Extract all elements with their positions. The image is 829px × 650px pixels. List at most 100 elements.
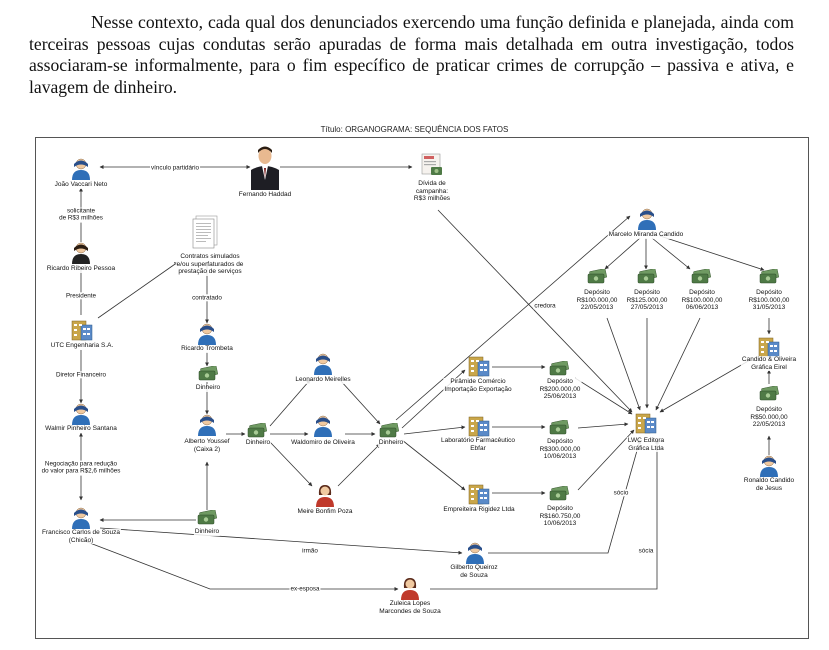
edge-label-exesposa: ex-esposa bbox=[289, 585, 321, 593]
person-icon bbox=[72, 507, 90, 529]
building-icon bbox=[468, 356, 490, 377]
edge-label-diretor: Diretor Financeiro bbox=[54, 371, 108, 379]
edge-dinheiro2-meire bbox=[269, 441, 313, 487]
edge-utc-contratos bbox=[97, 261, 179, 319]
money-bills-icon bbox=[549, 420, 569, 435]
building-icon bbox=[468, 484, 490, 505]
money-bills-icon bbox=[197, 510, 217, 525]
node-label-joao: João Vaccari Neto bbox=[53, 181, 109, 189]
edge-gilberto-lwc bbox=[488, 439, 641, 554]
edge-meire-dinheiro3 bbox=[337, 443, 381, 487]
money-bills-icon bbox=[379, 423, 399, 438]
edge-divida-lwc bbox=[437, 209, 633, 413]
node-label-francisco: Francisco Carlos de Souza(Chicão) bbox=[40, 529, 122, 545]
edge-leonardo-dinheiro3 bbox=[339, 379, 381, 425]
node-label-ricardo-trombeta: Ricardo Trombeta bbox=[180, 345, 234, 353]
money-bills-icon bbox=[759, 269, 779, 284]
money-bills-icon bbox=[637, 269, 657, 284]
node-label-meire: Meire Bonfim Poza bbox=[296, 508, 354, 516]
building-icon bbox=[468, 416, 490, 437]
edge-dep-p-lwc bbox=[574, 377, 633, 415]
node-label-walmir: Walmir Pinheiro Santana bbox=[44, 425, 118, 433]
person-icon bbox=[72, 242, 90, 264]
organogram-frame bbox=[35, 137, 809, 639]
edge-label-irmao: irmão bbox=[301, 547, 319, 555]
money-bills-icon bbox=[691, 269, 711, 284]
edge-marcelo-dep3 bbox=[651, 237, 691, 270]
node-label-dinheiro-4: Dinheiro bbox=[193, 528, 221, 536]
building-icon bbox=[758, 337, 780, 358]
edge-label-contratado: contratado bbox=[191, 294, 223, 302]
edge-label-credora: credora bbox=[533, 302, 557, 310]
money-bills-icon bbox=[549, 361, 569, 376]
edge-dep1-lwc bbox=[606, 317, 641, 411]
edge-francisco-gilberto bbox=[99, 527, 463, 555]
figure-title: Título: ORGANOGRAMA: SEQUÊNCIA DOS FATOS bbox=[320, 125, 509, 134]
node-label-waldomiro: Waldomiro de Oliveira bbox=[290, 439, 356, 447]
node-label-marcelo: Marcelo Miranda Candido bbox=[607, 231, 685, 239]
edge-dep3-lwc bbox=[655, 317, 701, 411]
edge-zuleica-lwc bbox=[430, 439, 659, 590]
edge-marcelo-dep1 bbox=[604, 237, 641, 270]
person-icon bbox=[466, 542, 484, 564]
person-icon bbox=[72, 403, 90, 425]
edge-francisco-zuleica bbox=[81, 539, 399, 591]
node-label-dinheiro-1: Dinheiro bbox=[194, 384, 222, 392]
node-label-leonardo: Leonardo Meirelles bbox=[294, 376, 352, 384]
person-icon bbox=[72, 158, 90, 180]
edge-dep-e-lwc bbox=[577, 422, 629, 429]
document-paragraph: Nesse contexto, cada qual dos denunciado… bbox=[29, 12, 794, 98]
person-icon bbox=[198, 414, 216, 436]
edge-dep-r-lwc bbox=[577, 429, 635, 491]
money-bills-icon bbox=[198, 366, 218, 381]
money-bills-icon bbox=[759, 386, 779, 401]
person-icon bbox=[198, 323, 216, 345]
edge-label-vinculo: vínculo partidário bbox=[150, 164, 200, 172]
node-label-ricardo-pessoa: Ricardo Ribeiro Pessoa bbox=[45, 265, 117, 273]
edge-marcelo-dep4 bbox=[659, 235, 765, 271]
edge-dinheiro2-leonardo bbox=[269, 379, 311, 427]
money-bills-icon bbox=[549, 486, 569, 501]
person-icon bbox=[314, 415, 332, 437]
edge-label-socio: sócio bbox=[612, 489, 630, 497]
female-person-icon bbox=[401, 578, 419, 600]
node-label-dinheiro-3: Dinheiro bbox=[377, 439, 405, 447]
person-icon bbox=[638, 208, 656, 230]
edge-label-presidente: Presidente bbox=[64, 292, 98, 300]
paragraph-text: Nesse contexto, cada qual dos denunciado… bbox=[29, 12, 794, 97]
node-label-alberto: Alberto Youssef(Caixa 2) bbox=[183, 438, 231, 454]
building-icon bbox=[71, 320, 93, 341]
document-icon bbox=[192, 215, 218, 249]
edge-dinheiro3-marcelo bbox=[395, 215, 631, 421]
person-icon bbox=[314, 353, 332, 375]
invoice-icon bbox=[421, 153, 442, 175]
money-bills-icon bbox=[247, 423, 267, 438]
edge-label-socia: sócia bbox=[637, 547, 655, 555]
edge-dinheiro3-rigidez bbox=[401, 439, 466, 491]
edge-candido-lwc bbox=[659, 359, 751, 413]
node-label-rigidez: Empreiteira Rigidez Ltda bbox=[442, 506, 516, 514]
photo-portrait-icon bbox=[251, 146, 279, 190]
node-label-utc: UTC Engenharia S.A. bbox=[49, 342, 115, 350]
female-person-icon bbox=[316, 485, 334, 507]
person-icon bbox=[760, 455, 778, 477]
building-icon bbox=[635, 413, 657, 434]
